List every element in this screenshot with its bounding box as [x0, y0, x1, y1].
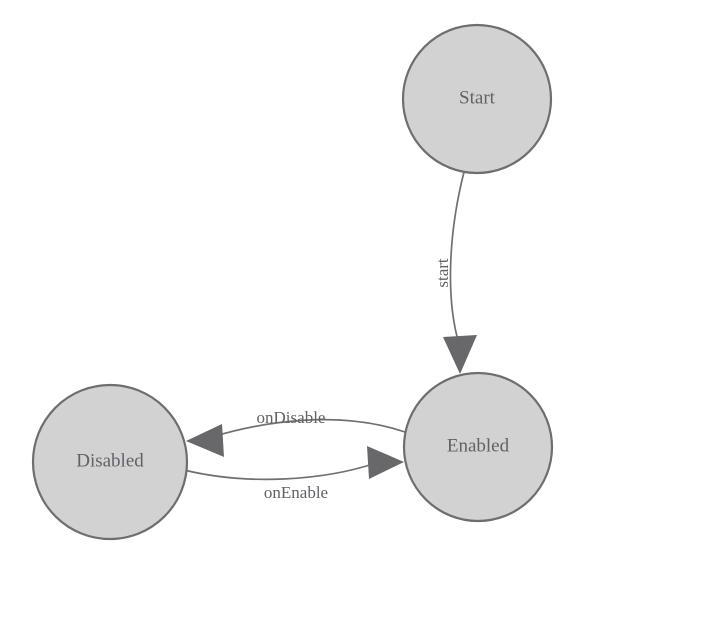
node-disabled-circle — [31, 383, 189, 541]
edge-disabled-to-enabled[interactable]: onEnable — [183, 446, 404, 502]
edge-path-enabled-to-disabled — [211, 418, 406, 438]
node-enabled[interactable]: Enabled — [402, 371, 554, 523]
edge-label-start: start — [433, 258, 452, 288]
edge-label-ondisable: onDisable — [257, 408, 326, 427]
arrowhead-start-to-enabled — [443, 335, 477, 374]
arrowhead-disabled-to-enabled — [367, 446, 404, 479]
node-disabled[interactable]: Disabled — [31, 383, 189, 541]
node-enabled-label: Enabled — [447, 435, 510, 456]
edge-path-start-to-enabled — [449, 171, 465, 345]
node-start-label: Start — [459, 87, 496, 108]
edge-path-disabled-to-enabled — [183, 462, 377, 481]
arrowhead-enabled-to-disabled — [186, 424, 224, 457]
node-enabled-circle — [402, 371, 554, 523]
edge-enabled-to-disabled[interactable]: onDisable — [186, 408, 406, 457]
edge-start-to-enabled[interactable]: start — [433, 171, 477, 374]
edge-label-onenable: onEnable — [264, 483, 328, 502]
node-start[interactable]: Start — [401, 23, 553, 175]
node-start-circle — [401, 23, 553, 175]
node-disabled-label: Disabled — [76, 450, 144, 471]
